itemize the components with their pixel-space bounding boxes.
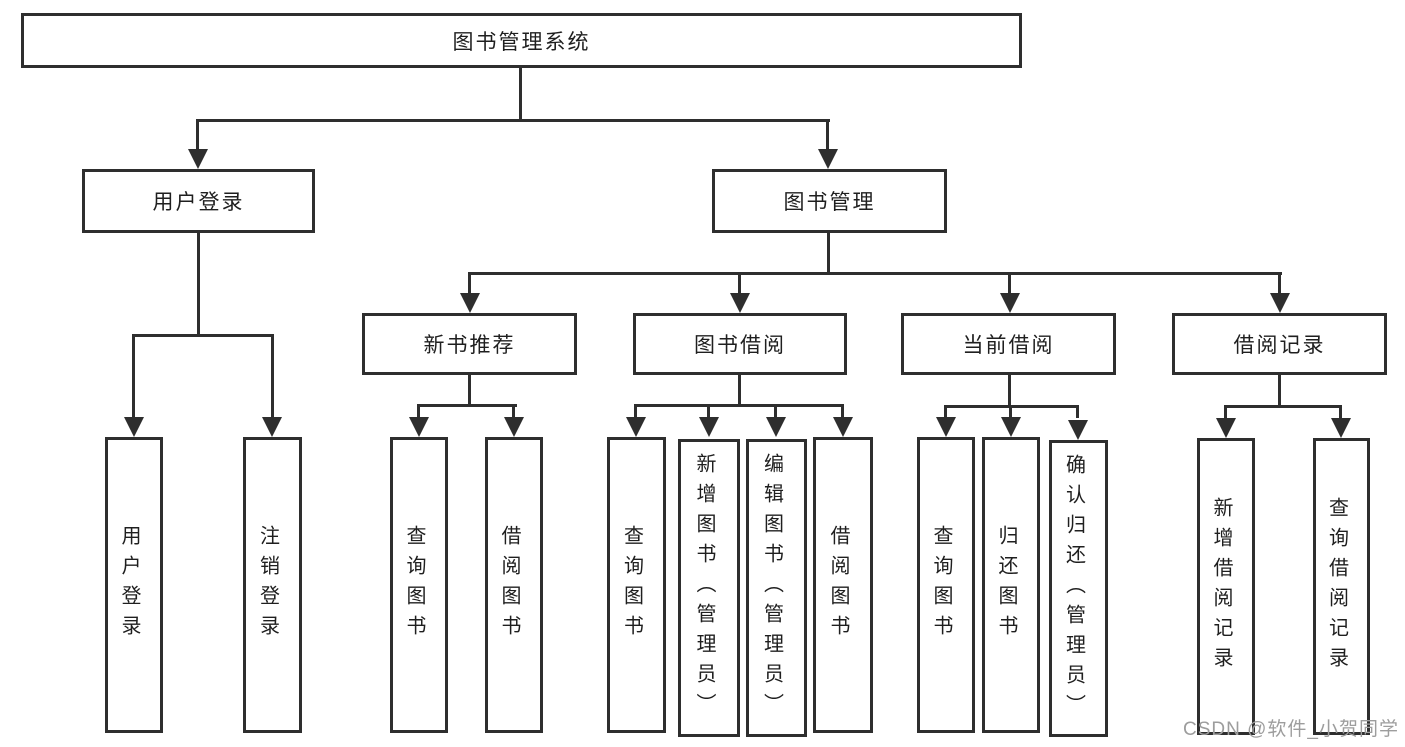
- connector-line: [826, 119, 829, 150]
- arrow-down-icon: [409, 417, 429, 437]
- connector-line: [1225, 405, 1342, 408]
- leaf-query-borrow-record: 查询借阅记录: [1313, 438, 1370, 735]
- connector-line: [519, 68, 522, 119]
- csdn-watermark: CSDN @软件_小贺同学: [1183, 719, 1399, 740]
- node-label: 新书推荐: [423, 334, 516, 357]
- arrow-down-icon: [730, 293, 750, 313]
- arrow-down-icon: [936, 417, 956, 437]
- node-label: 图书管理: [783, 191, 876, 214]
- connector-line: [774, 404, 777, 418]
- connector-line: [1224, 405, 1227, 418]
- connector-line: [469, 272, 1282, 275]
- connector-line: [196, 119, 830, 122]
- node-label: 用户登录: [152, 191, 245, 214]
- connector-line: [197, 233, 200, 335]
- leaf-label: 归还图书: [995, 525, 1017, 645]
- leaf-edit-book-admin: 编辑图书（管理员）: [746, 439, 807, 737]
- node-label: 图书管理系统: [452, 30, 591, 54]
- node-label: 借阅记录: [1233, 334, 1326, 357]
- arrow-down-icon: [124, 417, 144, 437]
- leaf-add-borrow-record: 新增借阅记录: [1197, 438, 1255, 735]
- connector-line: [1278, 375, 1281, 408]
- connector-line: [132, 334, 135, 418]
- connector-line: [1076, 405, 1079, 418]
- node-borrowing-records: 借阅记录: [1172, 313, 1387, 375]
- connector-line: [1008, 272, 1011, 294]
- connector-line: [196, 119, 199, 150]
- leaf-label: 查询图书: [930, 525, 952, 645]
- node-current-borrowing: 当前借阅: [901, 313, 1116, 375]
- leaf-return-books: 归还图书: [982, 437, 1040, 733]
- leaf-borrow-books-recommend: 借阅图书: [485, 437, 543, 733]
- leaf-user-login: 用户登录: [105, 437, 163, 733]
- arrow-down-icon: [1270, 293, 1290, 313]
- leaf-query-books-borrowing: 查询图书: [607, 437, 666, 733]
- node-new-book-recommendation: 新书推荐: [362, 313, 577, 375]
- connector-line: [635, 404, 844, 407]
- connector-line: [468, 375, 471, 407]
- arrow-down-icon: [1216, 418, 1236, 438]
- leaf-label: 编辑图书（管理员）: [760, 453, 783, 723]
- leaf-label: 新增图书（管理员）: [693, 453, 715, 723]
- leaf-label: 查询图书: [620, 525, 643, 645]
- leaf-label: 查询借阅记录: [1325, 496, 1348, 677]
- leaf-borrow-books-borrowing: 借阅图书: [813, 437, 873, 733]
- arrow-down-icon: [504, 417, 524, 437]
- connector-line: [634, 404, 637, 418]
- connector-line: [738, 272, 741, 294]
- arrow-down-icon: [1001, 417, 1021, 437]
- node-book-management: 图书管理: [712, 169, 947, 233]
- leaf-logout: 注销登录: [243, 437, 302, 733]
- arrow-down-icon: [626, 417, 646, 437]
- arrow-down-icon: [1000, 293, 1020, 313]
- arrow-down-icon: [699, 417, 719, 437]
- connector-line: [738, 375, 741, 407]
- leaf-label: 查询图书: [403, 525, 425, 645]
- arrow-down-icon: [766, 417, 786, 437]
- node-library-system: 图书管理系统: [21, 13, 1022, 68]
- connector-line: [417, 404, 420, 418]
- connector-line: [841, 404, 844, 418]
- connector-line: [945, 405, 1079, 408]
- arrow-down-icon: [1068, 420, 1088, 440]
- leaf-query-books-current: 查询图书: [917, 437, 975, 733]
- leaf-confirm-return-admin: 确认归还（管理员）: [1049, 440, 1108, 737]
- leaf-query-books-recommend: 查询图书: [390, 437, 448, 733]
- connector-line: [133, 334, 274, 337]
- node-user-login: 用户登录: [82, 169, 315, 233]
- connector-line: [707, 404, 710, 418]
- node-book-borrowing: 图书借阅: [633, 313, 847, 375]
- node-label: 图书借阅: [694, 334, 786, 357]
- connector-line: [1339, 405, 1342, 418]
- arrow-down-icon: [262, 417, 282, 437]
- connector-line: [1009, 405, 1012, 418]
- leaf-label: 用户登录: [118, 525, 140, 645]
- arrow-down-icon: [460, 293, 480, 313]
- leaf-label: 新增借阅记录: [1210, 496, 1232, 677]
- connector-line: [1008, 375, 1011, 408]
- arrow-down-icon: [833, 417, 853, 437]
- leaf-add-book-admin: 新增图书（管理员）: [678, 439, 740, 737]
- connector-line: [1278, 272, 1281, 294]
- connector-line: [271, 334, 274, 418]
- leaf-label: 借阅图书: [498, 525, 520, 645]
- connector-line: [512, 404, 515, 418]
- node-label: 当前借阅: [962, 334, 1055, 357]
- arrow-down-icon: [818, 149, 838, 169]
- connector-line: [827, 233, 830, 273]
- leaf-label: 确认归还（管理员）: [1062, 453, 1085, 724]
- arrow-down-icon: [188, 149, 208, 169]
- arrow-down-icon: [1331, 418, 1351, 438]
- connector-line: [468, 272, 471, 294]
- connector-line: [418, 404, 517, 407]
- leaf-label: 注销登录: [256, 525, 279, 645]
- connector-line: [944, 405, 947, 418]
- leaf-label: 借阅图书: [827, 525, 849, 645]
